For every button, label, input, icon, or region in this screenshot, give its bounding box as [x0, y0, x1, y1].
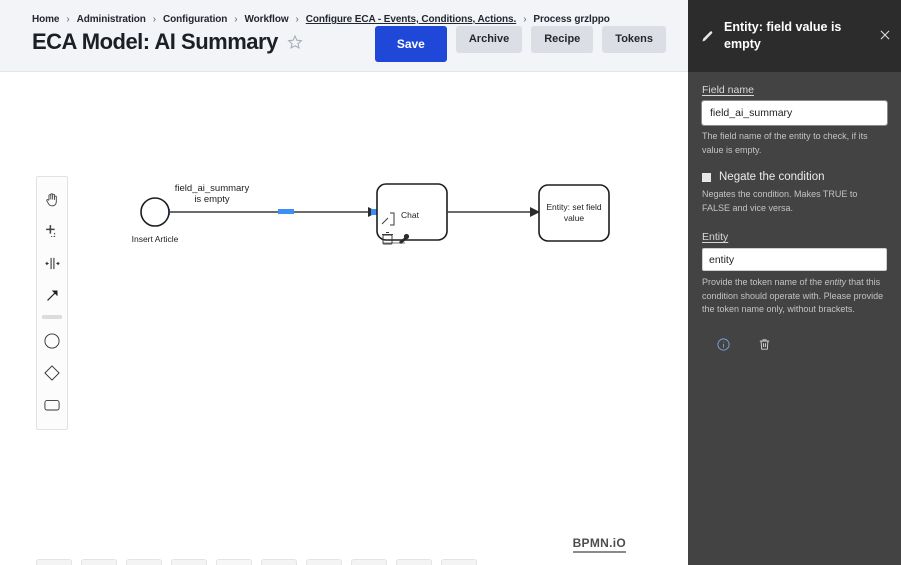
breadcrumb-separator: › — [295, 14, 299, 25]
flow-label-line2: is empty — [194, 194, 230, 205]
negate-condition-row[interactable]: Negate the condition — [702, 171, 887, 183]
entity-group: Entity Provide the token name of the ent… — [702, 231, 887, 317]
append-task-icon[interactable] — [381, 212, 395, 226]
set-field-task-label-line1: Entity: set field — [546, 202, 602, 212]
properties-panel-body: Field name The field name of the entity … — [688, 72, 901, 352]
paste-button[interactable] — [216, 559, 252, 565]
close-icon[interactable] — [878, 28, 892, 42]
lasso-tool-icon[interactable] — [37, 215, 67, 247]
archive-button[interactable]: Archive — [455, 26, 523, 53]
bpmn-palette — [36, 176, 68, 430]
properties-panel-header: Entity: field value is empty — [688, 0, 901, 72]
breadcrumb: Home › Administration › Configuration › … — [32, 14, 688, 25]
delete-icon[interactable] — [757, 337, 772, 352]
wrench-icon[interactable] — [399, 233, 410, 244]
header-actions: Save Archive Recipe Tokens — [374, 26, 666, 62]
entity-help: Provide the token name of the entity tha… — [702, 277, 884, 314]
title-row: ECA Model: AI Summary — [32, 29, 688, 55]
gateway-icon[interactable] — [37, 357, 67, 389]
negate-condition-help: Negates the condition. Makes TRUE to FAL… — [702, 189, 858, 213]
start-event-label: Insert Article — [132, 234, 179, 244]
info-button[interactable] — [36, 559, 72, 565]
space-tool-icon[interactable] — [37, 247, 67, 279]
copy-button[interactable] — [171, 559, 207, 565]
top-header: Home › Administration › Configuration › … — [0, 0, 688, 72]
negate-condition-checkbox[interactable] — [702, 172, 711, 182]
sequence-flow-2[interactable] — [447, 207, 540, 217]
properties-panel-title: Entity: field value is empty — [724, 20, 842, 51]
field-name-help: The field name of the entity to check, i… — [702, 131, 868, 155]
align-elements-button[interactable] — [81, 559, 117, 565]
search-button[interactable] — [396, 559, 432, 565]
chat-task-label: Chat — [401, 210, 420, 220]
zoom-fit-button[interactable] — [351, 559, 387, 565]
entity-label: Entity — [702, 231, 729, 243]
breadcrumb-item-process[interactable]: Process grzlppo — [533, 14, 610, 25]
connect-tool-icon[interactable] — [37, 279, 67, 311]
bpmn-canvas[interactable]: field_ai_summary is empty Insert Article… — [0, 72, 688, 565]
field-name-group: Field name The field name of the entity … — [701, 84, 888, 157]
task-icon[interactable] — [37, 389, 67, 421]
set-field-value-task-node[interactable]: Entity: set field value — [538, 184, 610, 242]
sequence-flow-1[interactable] — [164, 207, 378, 217]
breadcrumb-separator: › — [66, 14, 70, 25]
start-event-icon[interactable] — [37, 325, 67, 357]
save-button[interactable]: Save — [374, 26, 447, 62]
bpmn-diagram[interactable]: field_ai_summary is empty Insert Article… — [0, 72, 688, 565]
page-title: ECA Model: AI Summary — [32, 29, 278, 54]
breadcrumb-separator: › — [523, 14, 527, 25]
main-column: Home › Administration › Configuration › … — [0, 0, 688, 565]
flow-label-line1: field_ai_summary — [175, 183, 250, 194]
set-field-task-label-line2: value — [564, 213, 585, 223]
bpmn-io-logo[interactable]: BPMN.iO — [572, 536, 626, 553]
zoom-out-button[interactable] — [306, 559, 342, 565]
star-outline-icon[interactable] — [287, 34, 303, 50]
chat-task-node[interactable]: Chat — [376, 183, 448, 245]
breadcrumb-separator: › — [234, 14, 238, 25]
field-name-input[interactable] — [701, 100, 888, 126]
pencil-icon — [700, 29, 715, 44]
start-event-node[interactable]: Insert Article — [132, 197, 179, 244]
negate-condition-label: Negate the condition — [719, 171, 825, 183]
minimap-button[interactable] — [441, 559, 477, 565]
context-pad[interactable] — [381, 212, 410, 245]
download-button[interactable] — [126, 559, 162, 565]
info-icon[interactable] — [716, 337, 731, 352]
breadcrumb-item-administration[interactable]: Administration — [76, 14, 146, 25]
zoom-in-button[interactable] — [261, 559, 297, 565]
breadcrumb-item-configure-eca[interactable]: Configure ECA - Events, Conditions, Acti… — [305, 14, 517, 25]
palette-divider — [42, 315, 62, 319]
breadcrumb-separator: › — [152, 14, 157, 25]
entity-input[interactable] — [702, 248, 887, 271]
delete-icon[interactable] — [382, 232, 393, 245]
tokens-button[interactable]: Tokens — [602, 26, 666, 53]
properties-panel: Entity: field value is empty Field name … — [688, 0, 901, 565]
field-name-label: Field name — [702, 84, 754, 96]
recipe-button[interactable]: Recipe — [531, 26, 594, 53]
hand-tool-icon[interactable] — [37, 183, 67, 215]
breadcrumb-item-configuration[interactable]: Configuration — [163, 14, 228, 25]
panel-footer-icons — [702, 337, 887, 352]
breadcrumb-item-home[interactable]: Home — [32, 14, 60, 25]
breadcrumb-item-workflow[interactable]: Workflow — [244, 14, 289, 25]
